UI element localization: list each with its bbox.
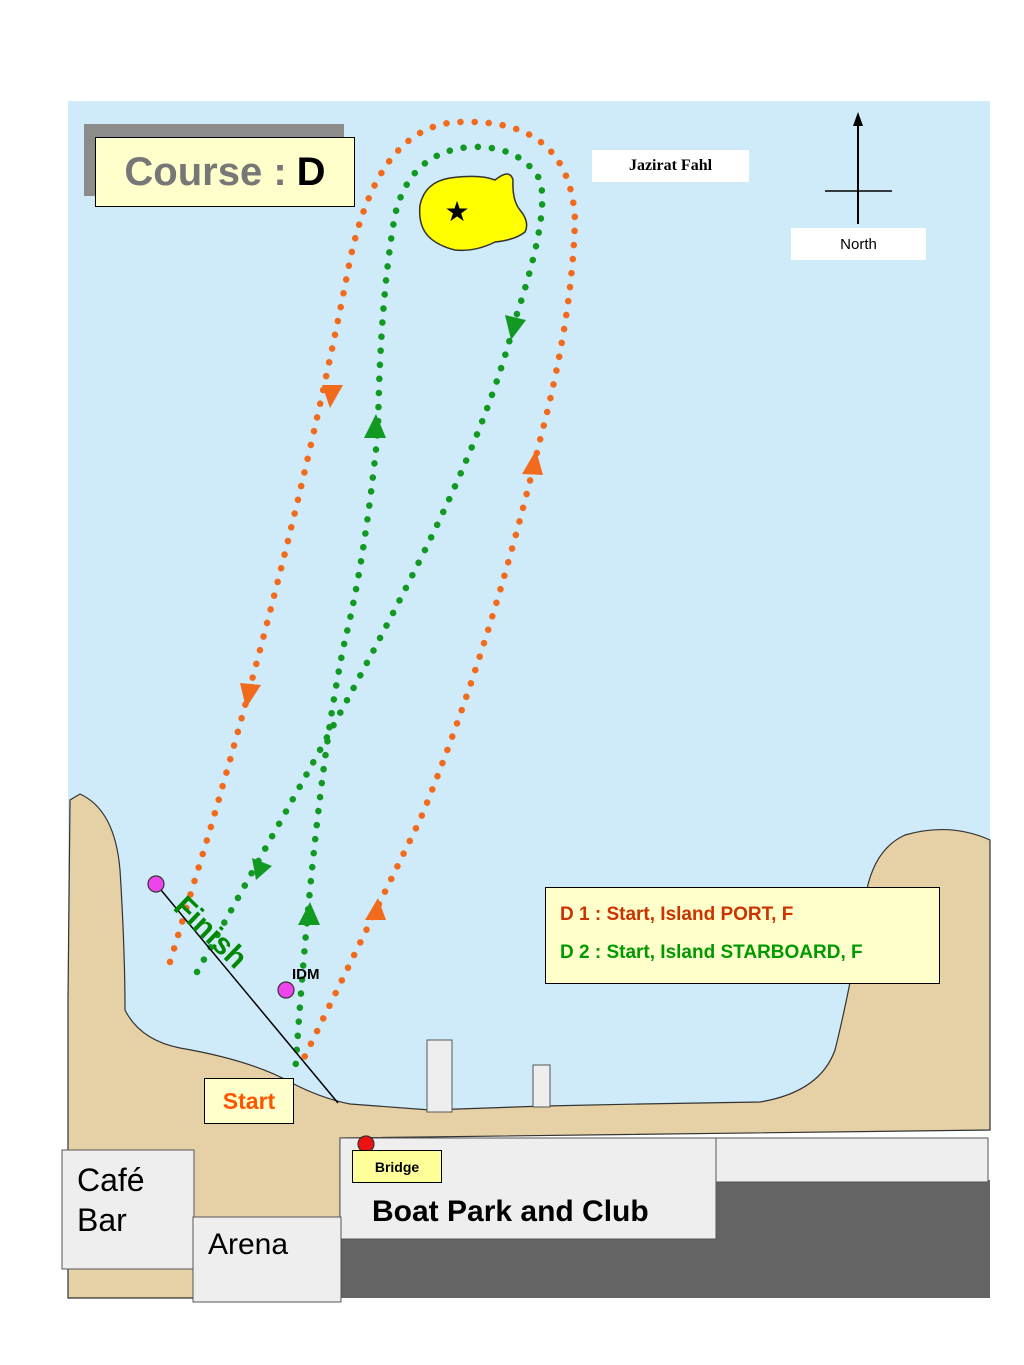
island-jazirat-fahl [418, 173, 528, 252]
direction-arrow-icon [365, 898, 386, 920]
direction-arrow-icon [298, 902, 320, 925]
pier [426, 1039, 453, 1113]
cafe-bar-building [61, 1149, 195, 1270]
cafe-label-line2: Bar [77, 1202, 127, 1238]
shoreline-land [67, 793, 991, 1299]
direction-arrow-icon [522, 450, 543, 475]
club-annex-building [715, 1137, 989, 1183]
start-label: Start [204, 1078, 294, 1124]
bridge-label: Bridge [352, 1150, 442, 1183]
direction-arrow-icon [252, 858, 272, 880]
route-d1 [166, 118, 579, 1064]
arena-label: Arena [208, 1228, 289, 1261]
direction-arrow-icon [505, 315, 526, 340]
cafe-bar-label: Café Bar [77, 1160, 145, 1240]
finish-mark [147, 875, 165, 893]
club-label: Boat Park and Club [372, 1195, 649, 1228]
course-title: Course : D [95, 137, 355, 207]
direction-arrow-icon [240, 683, 261, 708]
direction-arrow-icon [364, 414, 386, 438]
pier [532, 1064, 551, 1108]
course-title-prefix: Course : [124, 149, 287, 194]
start-finish-line [155, 883, 339, 1104]
star-icon: ★ [444, 195, 469, 228]
legend-d2: D 2 : Start, Island STARBOARD, F [560, 942, 863, 963]
north-arrow-icon [825, 112, 892, 224]
route-d2 [193, 143, 546, 1079]
idm-mark [277, 981, 295, 999]
direction-arrow-icon [322, 385, 343, 408]
arena-building [192, 1216, 342, 1303]
island-label: Jazirat Fahl [592, 150, 749, 182]
course-letter: D [296, 149, 326, 194]
north-label: North [791, 228, 926, 260]
route-legend: D 1 : Start, Island PORT, F D 2 : Start,… [545, 887, 940, 984]
legend-d1: D 1 : Start, Island PORT, F [560, 904, 794, 925]
idm-label: IDM [292, 966, 320, 983]
cafe-label-line1: Café [77, 1162, 145, 1198]
